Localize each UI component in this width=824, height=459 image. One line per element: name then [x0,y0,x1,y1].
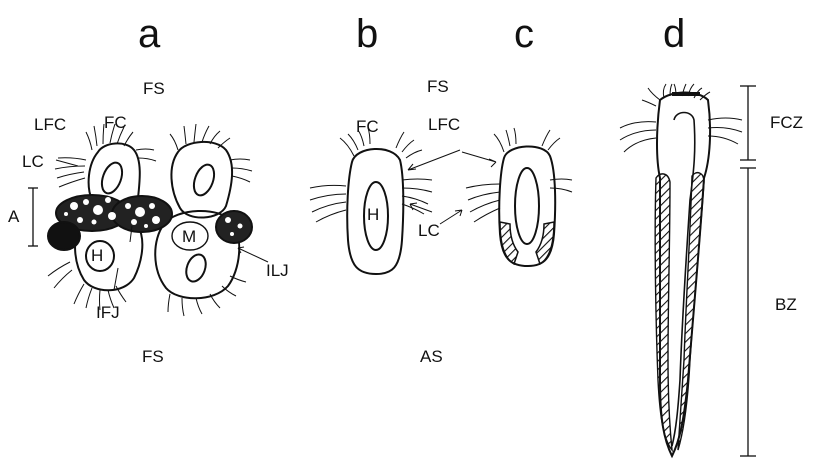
label-fs-bc: FS [427,78,449,95]
label-h-a: H [91,247,103,264]
label-lfc-a: LFC [34,116,66,133]
zone-brackets [740,86,756,456]
panel-label-d: d [663,14,685,54]
cell-c-hatch-right [536,222,554,264]
cilia-a-top-right [170,124,252,182]
panel-a-cluster [28,124,268,316]
label-lc-bc: LC [418,222,440,239]
label-as: AS [420,348,443,365]
panel-c-cell [440,128,572,266]
label-ilj: ILJ [266,262,289,279]
cilia-a-top-left [55,124,156,187]
panel-label-b: b [356,14,378,54]
nucleus-c [515,168,539,244]
label-fs-a-bottom: FS [142,348,164,365]
label-fc-b: FC [356,118,379,135]
panel-b-cell [310,128,460,274]
cell-c-hatch-left [500,222,518,264]
arrows-b [408,150,460,212]
label-fc-a: FC [104,114,127,131]
label-fcz: FCZ [770,114,803,131]
label-lc-a: LC [22,153,44,170]
label-bz: BZ [775,296,797,313]
cilia-a-bottom [48,262,246,316]
cell-a-top-right [171,142,232,218]
panel-d-cell [620,84,756,456]
cell-d-hatch-right [678,173,704,450]
label-h-b: H [367,206,379,223]
panel-label-a: a [138,14,160,54]
cell-d-hatch-left [655,174,672,450]
label-lfc-bc: LFC [428,116,460,133]
label-fs-a-top: FS [143,80,165,97]
label-m-a: M [182,228,196,245]
panel-label-c: c [514,14,534,54]
bracket-a [28,188,38,246]
label-a-bracket: A [8,208,19,225]
label-ifj: IFJ [96,304,120,321]
